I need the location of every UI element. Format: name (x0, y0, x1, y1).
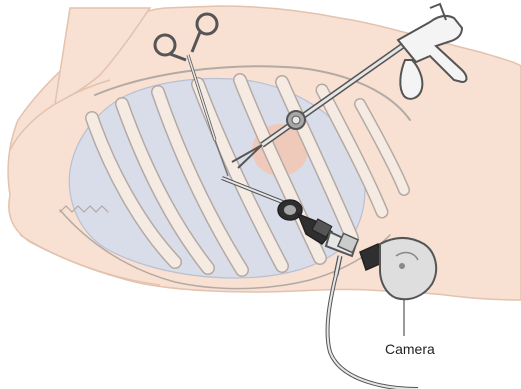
camera-label: Camera (385, 341, 435, 357)
